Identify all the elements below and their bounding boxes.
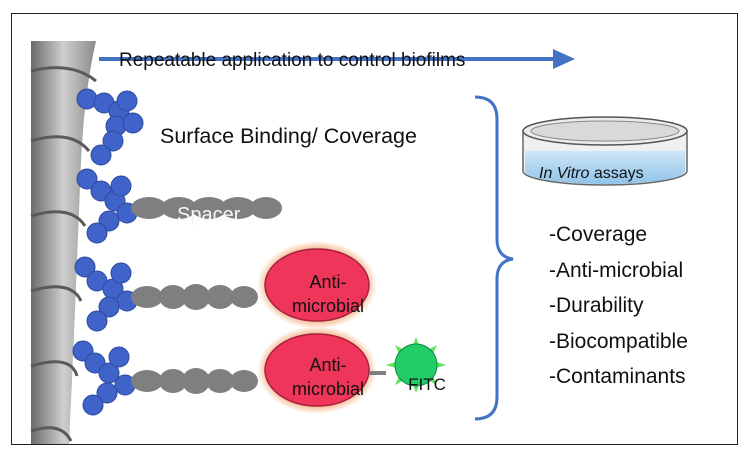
antimicrobial-label-line1: Anti-	[309, 355, 347, 375]
list-item: -Contaminants	[549, 365, 686, 388]
binding-bead-cluster	[76, 88, 144, 166]
in-vitro-assays-label: In Vitro assays	[539, 165, 644, 183]
assay-outcomes-list: -Coverage -Anti-microbial -Durability -B…	[549, 217, 688, 395]
antimicrobial-label-2: Anti- microbial	[273, 353, 383, 401]
antimicrobial-chain-2	[72, 326, 386, 416]
antimicrobial-label-line2: microbial	[291, 296, 365, 316]
surface-binding-label: Surface Binding/ Coverage	[160, 124, 417, 148]
list-item: -Coverage	[549, 223, 648, 246]
repeatable-application-arrow	[99, 49, 575, 69]
diagram-canvas	[30, 41, 688, 444]
implant-screw	[30, 41, 97, 444]
arrow-label: Repeatable application to control biofil…	[119, 50, 466, 71]
fitc-star	[386, 337, 446, 393]
spacer-chain	[76, 168, 282, 244]
list-item: -Biocompatible	[549, 329, 688, 353]
diagram-frame: Repeatable application to control biofil…	[11, 13, 738, 445]
fitc-label: FITC	[408, 375, 446, 394]
list-item: -Anti-microbial	[549, 258, 684, 282]
list-item: -Durability	[549, 294, 644, 317]
assays-text: assays	[589, 165, 644, 182]
in-vitro-text: In Vitro	[539, 165, 590, 182]
antimicrobial-chain-1	[74, 241, 377, 332]
petri-dish-icon	[522, 116, 688, 186]
antimicrobial-label-line2: microbial	[291, 379, 365, 399]
spacer-label: Spacer	[177, 204, 241, 226]
grouping-brace	[474, 95, 514, 421]
antimicrobial-label-1: Anti- microbial	[273, 270, 383, 318]
antimicrobial-label-line1: Anti-	[309, 272, 347, 292]
